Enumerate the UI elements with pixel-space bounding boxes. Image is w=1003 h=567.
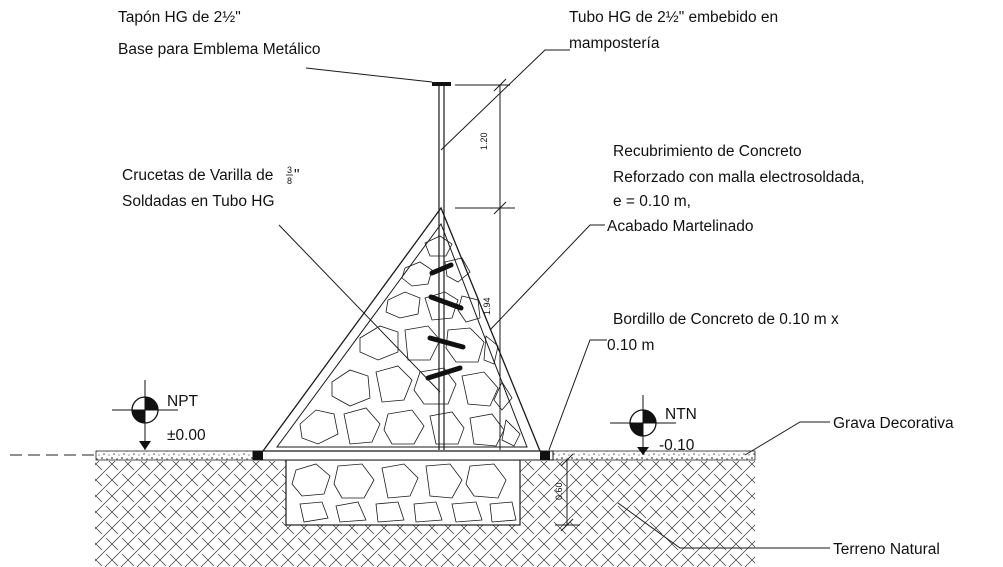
npt-value: ±0.00: [167, 427, 206, 444]
label-tubo-line2: mampostería: [569, 35, 660, 52]
dimension-lines: [455, 78, 580, 532]
label-crucetas-inch: ": [294, 167, 300, 184]
masonry-pyramid: [261, 206, 541, 452]
pipe-cap: [432, 82, 451, 86]
label-crucetas-fraction-den: 8: [287, 176, 292, 186]
label-crucetas-line2: Soldadas en Tubo HG: [122, 193, 275, 210]
leader-lines: [278, 49, 830, 549]
level-marker-ntn: [610, 395, 676, 455]
label-recub-line1: Recubrimiento de Concreto: [613, 143, 802, 160]
label-grava: Grava Decorativa: [833, 415, 954, 432]
label-crucetas-line1: Crucetas de Varilla de: [122, 167, 273, 184]
ground-slab: [252, 450, 554, 461]
cross-bars: [425, 262, 466, 381]
ntn-title: NTN: [665, 406, 697, 423]
label-tapon-line1: Tapón HG de 2½": [118, 9, 241, 26]
npt-title: NPT: [167, 393, 199, 410]
label-tubo-line1: Tubo HG de 2½" embebido en: [569, 9, 778, 26]
dim-masonry-height: 1.94: [482, 297, 492, 315]
ntn-value: -0.10: [659, 437, 695, 454]
label-tapon-line2: Base para Emblema Metálico: [118, 41, 320, 58]
label-recub-line3: e = 0.10 m,: [613, 193, 691, 210]
dim-footing-depth: 0.60: [554, 482, 564, 500]
label-recub-line4: Acabado Martelinado: [607, 218, 754, 235]
label-crucetas-fraction-num: 3: [287, 165, 292, 175]
curb-right: [540, 451, 550, 460]
curb-left: [253, 451, 263, 460]
label-bordillo-line1: Bordillo de Concreto de 0.10 m x: [613, 311, 839, 328]
level-marker-npt: [112, 380, 178, 450]
footing-block: [285, 459, 521, 526]
label-terreno: Terreno Natural: [833, 541, 940, 558]
dim-pipe-above: 1.20: [479, 132, 489, 150]
label-bordillo-line2: 0.10 m: [607, 337, 654, 354]
label-recub-line2: Reforzado con malla electrosoldada,: [613, 169, 865, 186]
